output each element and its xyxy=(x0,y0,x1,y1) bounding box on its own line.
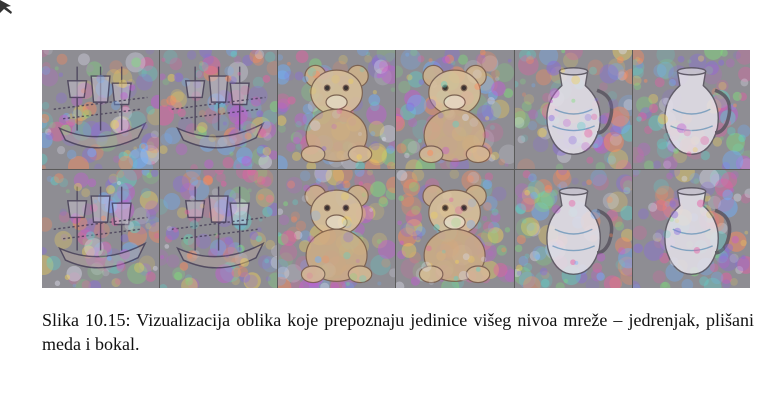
pitcher-visualization-image xyxy=(514,50,632,169)
teddy-bear-visualization-image xyxy=(278,50,396,169)
figure-caption: Slika 10.15: Vizualizacija oblika koje p… xyxy=(42,310,754,354)
ship-visualization-image xyxy=(42,169,160,288)
teddy-bear-visualization-image xyxy=(396,169,514,288)
teddy-bear-visualization-image xyxy=(396,50,514,169)
ship-visualization-image xyxy=(160,169,278,288)
mouse-pointer-icon xyxy=(0,0,12,14)
ship-visualization-image xyxy=(42,50,160,169)
figure-image-grid xyxy=(42,50,750,288)
teddy-bear-visualization-image xyxy=(278,169,396,288)
pitcher-visualization-image xyxy=(632,50,750,169)
ship-visualization-image xyxy=(160,50,278,169)
pitcher-visualization-image xyxy=(514,169,632,288)
pitcher-visualization-image xyxy=(632,169,750,288)
